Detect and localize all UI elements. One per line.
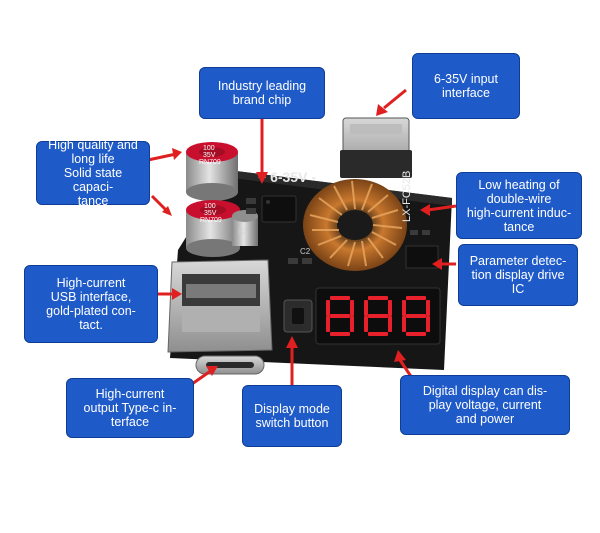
display-segment [330, 332, 350, 336]
display-segment [368, 296, 388, 300]
display-segment [426, 300, 430, 316]
cap2-marking: 100 35V RN709 [200, 203, 222, 224]
display-segment [326, 316, 330, 332]
display-segment [406, 314, 426, 318]
cap2-value: 100 [204, 203, 216, 210]
cap1-model: RN709 [199, 159, 221, 166]
display-segment [388, 316, 392, 332]
display-digits [326, 296, 430, 336]
display-segment [406, 296, 426, 300]
display-digit [402, 296, 430, 336]
type-c-port [195, 355, 265, 375]
callout-inductance: Low heating of double-wire high-current … [456, 172, 582, 239]
display-segment [368, 332, 388, 336]
cap1-marking: 100 35V RN709 [199, 145, 221, 166]
usb-a-port [167, 259, 273, 353]
display-segment [350, 300, 354, 316]
display-segment [326, 300, 330, 316]
display-digit [326, 296, 354, 336]
cap1-value: 100 [203, 145, 215, 152]
cap2-model: RN709 [200, 217, 222, 224]
callout-digital-display: Digital display can dis- play voltage, c… [400, 375, 570, 435]
display-segment [368, 314, 388, 318]
display-segment [364, 300, 368, 316]
display-segment [402, 300, 406, 316]
cap1-voltage: 35V [203, 152, 216, 159]
inductor [303, 179, 407, 271]
driver-ic [405, 245, 439, 269]
callout-typec-output: High-current output Type-c in- terface [66, 378, 194, 438]
callout-mode-button: Display mode switch button [242, 385, 342, 447]
brand-chip [261, 195, 297, 223]
mode-button [283, 299, 313, 333]
callout-parameter-ic: Parameter detec- tion display drive IC [458, 244, 578, 306]
capacitor-bottom [186, 200, 240, 257]
display-segment [402, 316, 406, 332]
input-terminal [340, 117, 412, 178]
silk-c2: C2 [300, 247, 311, 256]
capacitor-top [186, 142, 238, 201]
small-components [246, 198, 430, 264]
cap2-voltage: 35V [204, 210, 217, 217]
callout-usb-interface: High-current USB interface, gold-plated … [24, 265, 158, 343]
callout-capacitors: High quality and long life Solid state c… [36, 138, 150, 208]
display-segment [426, 316, 430, 332]
display-segment [388, 300, 392, 316]
callout-brand-chip: Industry leading brand chip [199, 67, 325, 119]
display-segment [330, 296, 350, 300]
silk-c1: C1 [238, 227, 249, 236]
callout-arrows [147, 88, 457, 386]
input-marking: + 6-35V - [258, 169, 316, 185]
display-digit [364, 296, 392, 336]
display-segment [406, 332, 426, 336]
display-segment [364, 316, 368, 332]
display-segment [350, 316, 354, 332]
display-segment [330, 314, 350, 318]
model-marking: LX-FC52B [401, 171, 413, 222]
callout-input-interface: 6-35V input interface [412, 53, 520, 119]
